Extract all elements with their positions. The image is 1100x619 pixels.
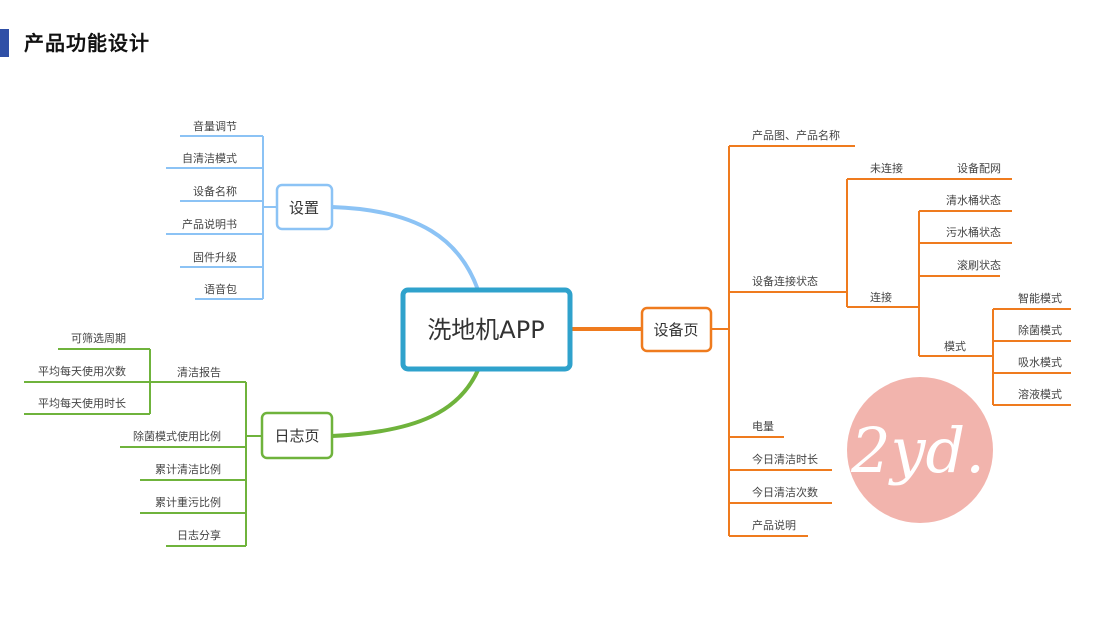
device-item[interactable]: 电量 (752, 420, 774, 433)
mode-child[interactable]: 除菌模式 (1018, 323, 1062, 337)
log-item[interactable]: 除菌模式使用比例 (133, 429, 221, 443)
connected-child[interactable]: 滚刷状态 (957, 258, 1001, 272)
watermark-logo: 2yd. (847, 377, 993, 523)
title-accent-bar (0, 29, 9, 57)
root-node[interactable]: 洗地机APP (400, 287, 573, 372)
product-item[interactable]: 产品图、产品名称 (752, 128, 840, 142)
log-node[interactable]: 日志页 (260, 411, 334, 460)
mode-child[interactable]: 溶液模式 (1018, 387, 1062, 401)
settings-item[interactable]: 产品说明书 (182, 217, 237, 231)
log-item[interactable]: 日志分享 (177, 528, 221, 542)
device-label: 设备页 (653, 321, 698, 339)
settings-node[interactable]: 设置 (275, 183, 334, 231)
watermark-text: 2yd. (850, 414, 985, 487)
network-setup-item[interactable]: 设备配网 (957, 161, 1001, 175)
device-item[interactable]: 今日清洁次数 (752, 485, 818, 499)
settings-connector (331, 205, 480, 291)
log-branch: 清洁报告 可筛选周期平均每天使用次数平均每天使用时长除菌模式使用比例累计清洁比例累… (24, 331, 262, 547)
settings-label: 设置 (289, 199, 319, 217)
watermark-circle (847, 377, 993, 523)
report-child[interactable]: 平均每天使用时长 (38, 396, 126, 410)
report-child[interactable]: 平均每天使用次数 (38, 364, 126, 378)
connected-child[interactable]: 清水桶状态 (946, 193, 1001, 207)
device-node[interactable]: 设备页 (640, 306, 713, 353)
connection-item[interactable]: 设备连接状态 (752, 274, 818, 288)
log-label: 日志页 (274, 427, 319, 445)
log-item[interactable]: 累计重污比例 (155, 495, 221, 509)
root-label: 洗地机APP (427, 316, 544, 344)
settings-item[interactable]: 固件升级 (193, 251, 237, 264)
device-item[interactable]: 产品说明 (752, 518, 796, 532)
page-title: 产品功能设计 (24, 31, 150, 55)
device-item[interactable]: 今日清洁时长 (752, 452, 818, 466)
mode-child[interactable]: 吸水模式 (1018, 356, 1062, 369)
log-connector (331, 369, 480, 438)
settings-item[interactable]: 设备名称 (193, 184, 237, 198)
settings-item[interactable]: 音量调节 (193, 119, 237, 133)
report-item[interactable]: 清洁报告 (177, 365, 221, 379)
mode-item[interactable]: 模式 (944, 340, 966, 353)
connected-item[interactable]: 连接 (870, 291, 892, 304)
disconnected-item[interactable]: 未连接 (870, 162, 903, 175)
connected-child[interactable]: 污水桶状态 (946, 225, 1001, 239)
settings-item[interactable]: 自清洁模式 (182, 152, 237, 165)
settings-item[interactable]: 语音包 (204, 282, 237, 296)
log-item[interactable]: 累计清洁比例 (155, 462, 221, 476)
report-child[interactable]: 可筛选周期 (71, 331, 126, 345)
mode-child[interactable]: 智能模式 (1018, 291, 1062, 305)
